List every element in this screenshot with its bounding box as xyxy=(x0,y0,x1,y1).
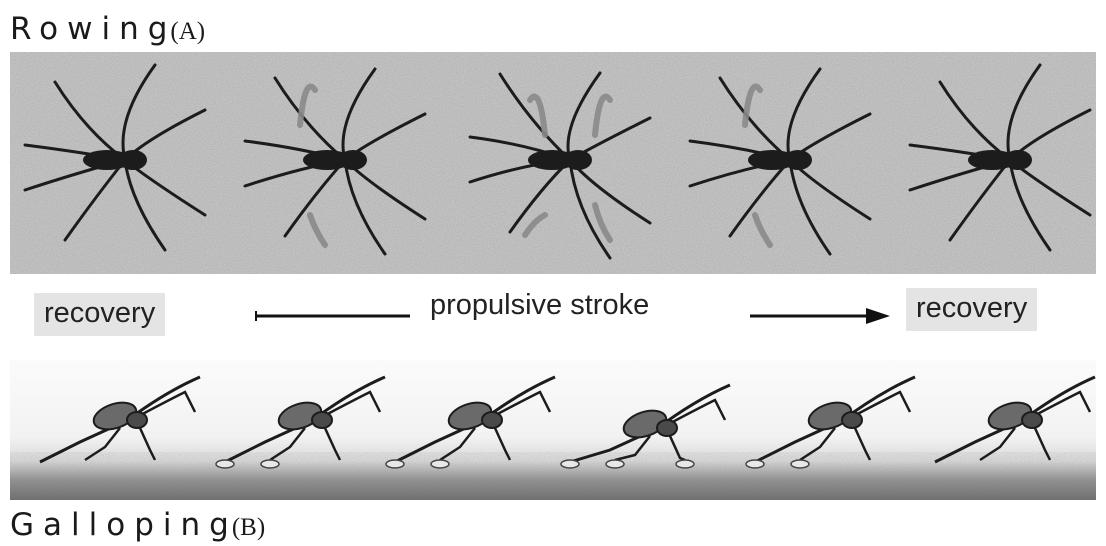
spider-cephalothorax xyxy=(119,150,147,170)
spider-cephalothorax xyxy=(842,412,862,428)
spider-cephalothorax xyxy=(1022,412,1042,428)
rowing-illustration xyxy=(10,52,1096,274)
recovery-label-right: recovery xyxy=(906,288,1037,331)
surface-dimple xyxy=(261,460,279,468)
surface-dimple xyxy=(431,460,449,468)
spider-cephalothorax xyxy=(784,150,812,170)
spider-cephalothorax xyxy=(564,150,592,170)
surface-dimple xyxy=(561,460,579,468)
galloping-spider-frame xyxy=(935,377,1095,462)
galloping-spider-frame xyxy=(40,377,200,462)
rowing-panel-tag: (A) xyxy=(170,18,205,45)
spider-cephalothorax xyxy=(657,420,677,436)
spider-cephalothorax xyxy=(482,412,502,428)
water-surface-side xyxy=(10,452,1096,500)
rowing-title-text: Rowing xyxy=(10,11,176,47)
galloping-title-text: Galloping xyxy=(10,507,238,543)
surface-dimple xyxy=(386,460,404,468)
spider-cephalothorax xyxy=(312,412,332,428)
galloping-title: Galloping(B) xyxy=(10,510,265,541)
galloping-panel xyxy=(10,360,1096,500)
surface-dimple xyxy=(746,460,764,468)
galloping-panel-tag: (B) xyxy=(232,514,265,541)
spider-cephalothorax xyxy=(127,412,147,428)
surface-dimple xyxy=(606,460,624,468)
galloping-illustration xyxy=(10,360,1096,500)
propulsive-stroke-label: propulsive stroke xyxy=(430,291,649,320)
surface-dimple xyxy=(216,460,234,468)
rowing-panel xyxy=(10,52,1096,274)
surface-dimple xyxy=(676,460,694,468)
arrow-head xyxy=(866,308,890,324)
spider-cephalothorax xyxy=(1004,150,1032,170)
surface-dimple xyxy=(791,460,809,468)
recovery-label-left: recovery xyxy=(34,293,165,336)
rowing-title: Rowing(A) xyxy=(10,14,205,45)
spider-cephalothorax xyxy=(339,150,367,170)
